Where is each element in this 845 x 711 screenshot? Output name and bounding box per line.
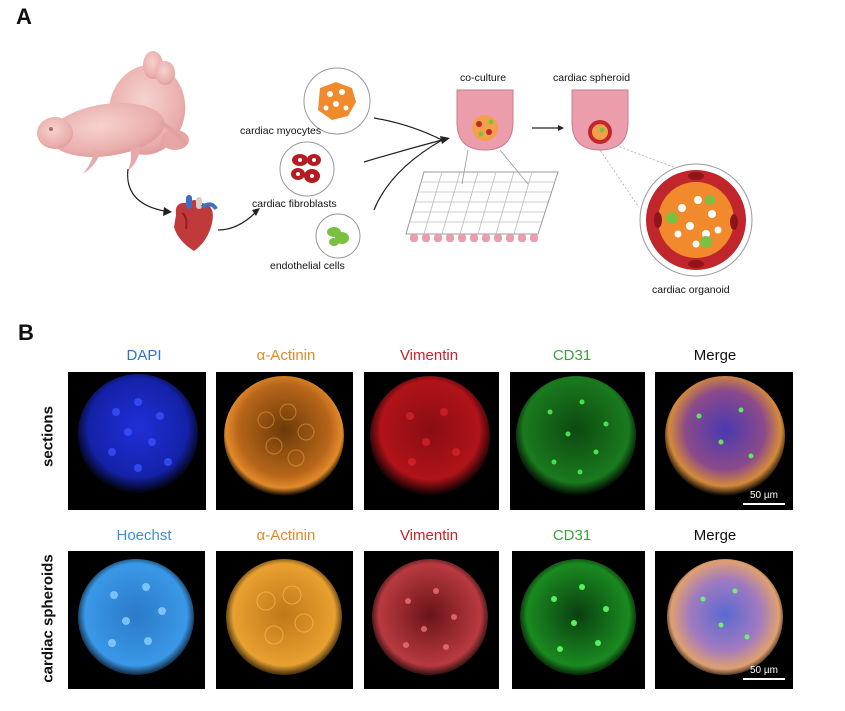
channel-header-actinin-2: α-Actinin: [256, 527, 316, 544]
coculture-well-icon: [456, 89, 514, 151]
channel-header-cd31-2: CD31: [552, 527, 592, 544]
channel-header-actinin: α-Actinin: [256, 347, 316, 364]
tile-spheroids-vimentin: [364, 551, 499, 689]
arrow-heart-to-cells: [217, 208, 260, 231]
endothelial-cells-icon: [315, 213, 361, 259]
label-cardiac-spheroid: cardiac spheroid: [553, 72, 631, 84]
spheroid-well-icon: [571, 89, 629, 151]
label-co-culture: co-culture: [460, 72, 507, 84]
channel-header-merge-2: Merge: [693, 527, 737, 544]
arrows-to-coculture: [363, 117, 450, 211]
channel-header-cd31: CD31: [552, 347, 592, 364]
zoom-lines-coculture: [461, 149, 529, 185]
tile-sections-vimentin: [364, 372, 499, 510]
heart-icon: [174, 195, 218, 251]
arrow-pup-to-heart: [127, 168, 172, 216]
scale-bar-sections: 50 µm: [739, 490, 789, 505]
arrow-to-spheroid: [532, 125, 564, 131]
tile-spheroids-actinin: [216, 551, 353, 689]
tile-sections-dapi: [68, 372, 206, 510]
channel-header-vimentin-2: Vimentin: [399, 527, 459, 544]
cardiac-myocytes-icon: [303, 67, 371, 135]
tile-spheroids-cd31: [512, 551, 645, 689]
scale-bar-spheroids: 50 µm: [739, 665, 789, 680]
label-cardiac-myocytes: cardiac myocytes: [240, 125, 322, 137]
label-cardiac-fibroblasts: cardiac fibroblasts: [252, 198, 337, 210]
channel-header-merge: Merge: [693, 347, 737, 364]
cardiac-organoid-icon: [639, 163, 753, 277]
tile-sections-merge: 50 µm: [655, 372, 793, 510]
channel-header-dapi: DAPI: [126, 347, 162, 364]
label-endothelial-cells: endothelial cells: [270, 260, 345, 272]
label-cardiac-organoid: cardiac organoid: [652, 284, 730, 296]
panel-b-letter: B: [18, 320, 34, 345]
tile-sections-cd31: [510, 372, 645, 510]
mouse-pup-illustration: [37, 51, 189, 173]
panel-a-letter: A: [16, 4, 32, 29]
tile-sections-actinin: [216, 372, 353, 510]
well-plate-icon: [405, 171, 559, 242]
row-label-sections: sections: [39, 406, 57, 467]
channel-header-vimentin: Vimentin: [399, 347, 459, 364]
channel-header-hoechst: Hoechst: [116, 527, 172, 544]
cardiac-fibroblasts-icon: [279, 141, 335, 197]
tile-spheroids-merge: 50 µm: [655, 551, 793, 689]
row-label-cardiac-spheroids: cardiac spheroids: [39, 554, 57, 683]
tile-spheroids-hoechst: [68, 551, 205, 689]
